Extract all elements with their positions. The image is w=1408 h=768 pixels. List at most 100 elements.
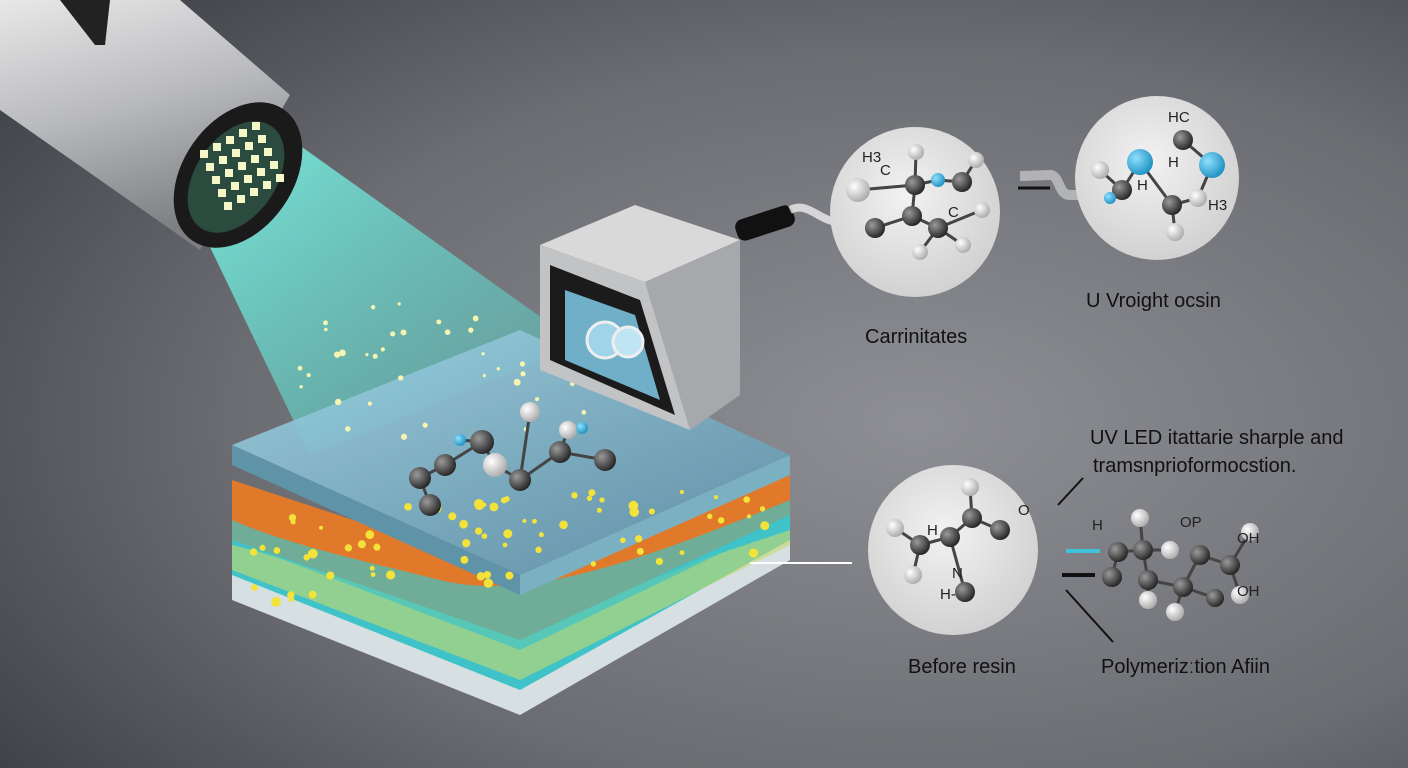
particle [535,397,540,402]
atom [912,244,928,260]
led-array-icon [200,122,284,210]
led [250,188,258,196]
particle [357,540,366,549]
atom [1231,586,1249,604]
atom [1173,577,1193,597]
led [213,143,221,151]
led [276,174,284,182]
atom-label: H3 [1208,197,1227,214]
atom [1112,180,1132,200]
particle [251,584,258,591]
led [251,155,259,163]
particle [679,489,684,495]
atom [1127,149,1153,175]
atom [904,566,922,584]
led [257,168,265,176]
atom [1138,570,1158,590]
particle [404,503,412,511]
particle [636,547,644,555]
atom [1166,603,1184,621]
atom-label: OP [1180,514,1202,531]
bond [518,411,532,481]
particle [489,502,499,512]
particle [288,514,297,522]
led [264,148,272,156]
led [206,163,214,171]
particle [620,537,626,544]
particle [648,508,655,515]
atom [1162,195,1182,215]
connector-line [1057,477,1084,506]
atom [409,467,431,489]
atom [955,237,971,253]
lamp-switch [60,0,110,45]
particle [481,533,488,539]
particle [571,492,578,499]
particle [629,507,639,517]
atom-label: OH [1237,530,1260,547]
particle [448,512,457,521]
particle [288,596,295,602]
particle [436,319,442,325]
particle [559,520,568,530]
particle [588,489,596,497]
atom [865,218,885,238]
label-uv-led-line2: tramsnprioformocstion. [1093,455,1296,477]
particle [365,353,369,357]
particle [482,374,486,378]
particle [468,327,474,333]
atom [419,494,441,516]
atom [520,402,540,422]
particle [307,548,318,559]
particle [344,544,353,552]
atom [931,173,945,187]
particle [397,302,401,306]
particle [483,571,492,579]
particle [398,375,404,381]
atom-label: H- [940,586,956,603]
particle [520,371,526,377]
atom [955,582,975,602]
particle [386,570,396,580]
atom [952,172,972,192]
particle [679,550,685,556]
led [263,181,271,189]
particle [370,572,376,577]
molecule-circle-u-vroight [1075,96,1239,260]
particle [334,398,342,406]
particle [522,518,527,523]
led [231,182,239,190]
camera-sensor [540,203,846,430]
atom [940,527,960,547]
led [238,162,246,170]
atom [886,519,904,537]
monomer-molecules [409,402,616,516]
atom-label: H [927,522,938,539]
atom-label: HC [1168,109,1190,126]
particle [748,548,759,558]
particle [759,506,766,512]
label-before-resin: Before resin [908,656,1016,678]
atom [454,434,466,446]
particle [390,331,396,337]
atom [1199,152,1225,178]
atom [434,454,456,476]
particle [599,497,605,503]
atom [594,449,616,471]
particle [400,329,407,336]
atom [905,175,925,195]
particle [460,555,469,564]
particle [532,518,537,524]
particle [400,433,408,440]
atom [470,430,494,454]
atom [1166,223,1184,241]
led [237,195,245,203]
connector-line [1065,589,1114,643]
atom [974,202,990,218]
particle [713,495,719,500]
particle [459,519,468,529]
particle [634,535,643,543]
particle [707,513,713,520]
particle [502,542,508,548]
